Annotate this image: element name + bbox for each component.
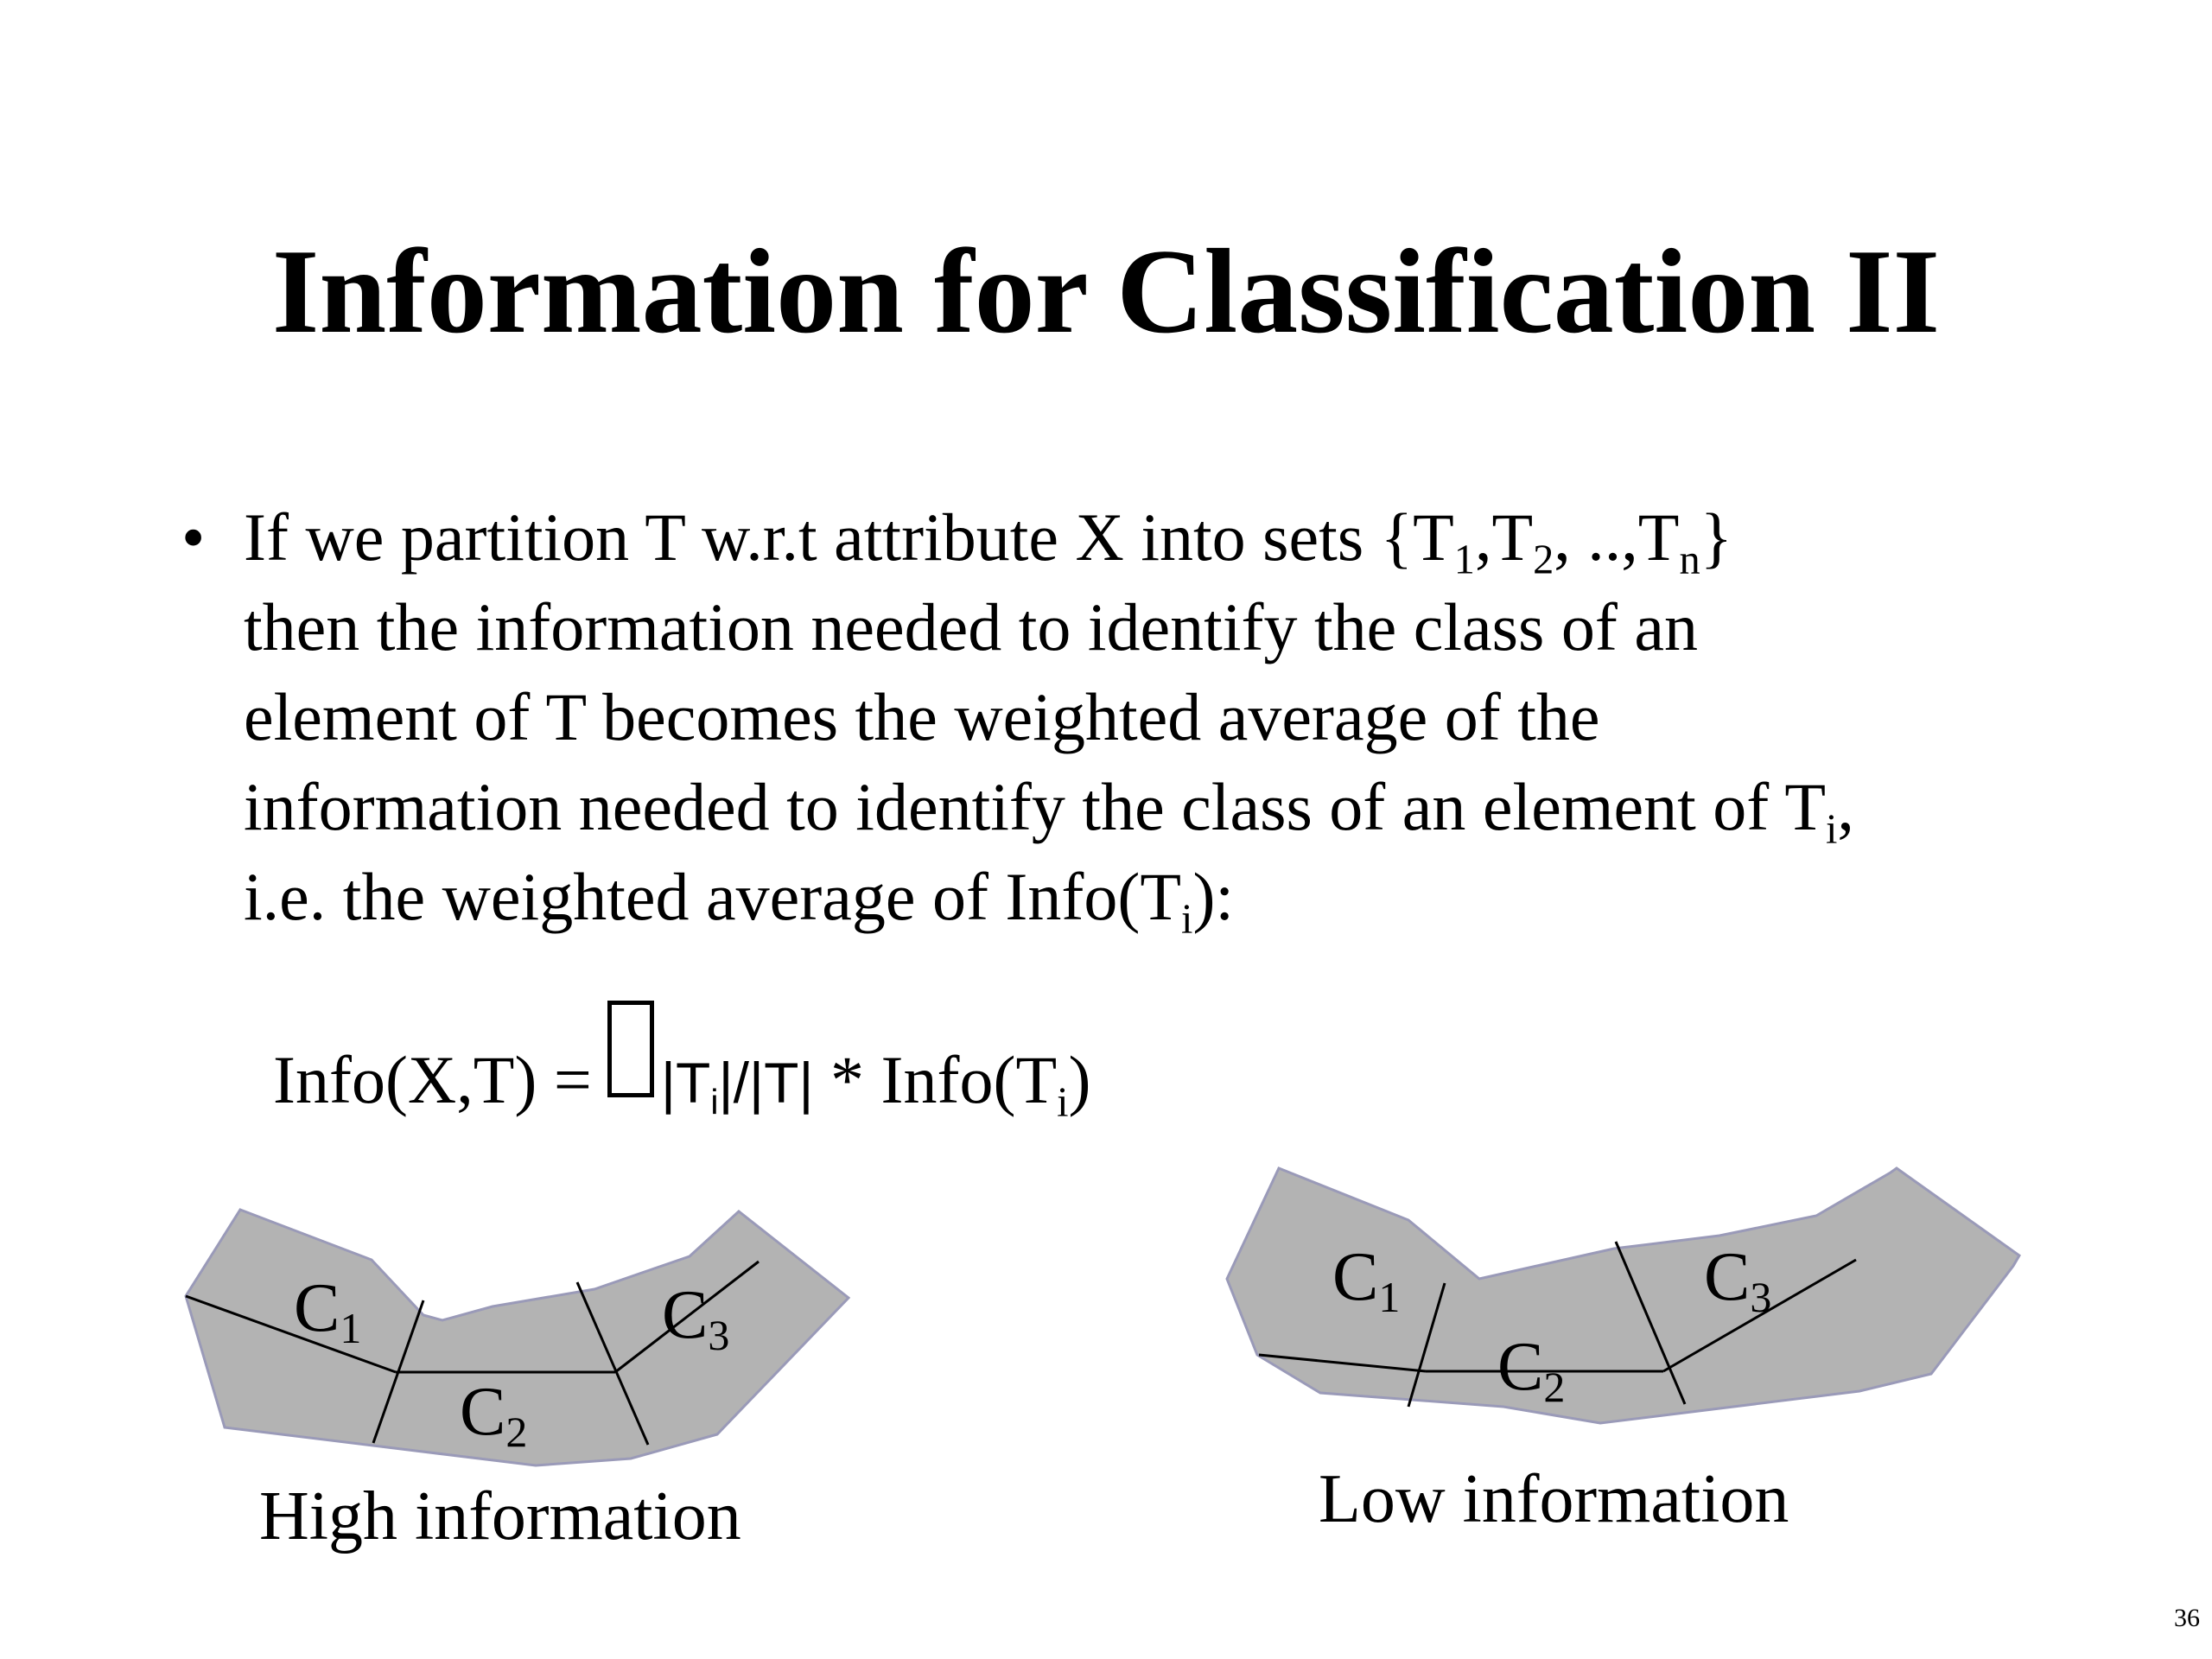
slide-title: Information for Classification II — [271, 225, 1941, 359]
high-information-caption: High information — [259, 1478, 741, 1554]
low-information-caption: Low information — [1319, 1461, 1789, 1537]
low-info-cut-5 — [1614, 1241, 1687, 1405]
bullet-line-5: i.e. the weighted average of Info(Ti): — [244, 859, 1235, 943]
missing-sigma-glyph-icon — [607, 1001, 654, 1097]
low-info-cut-3 — [1662, 1258, 1857, 1373]
bullet-line-3: element of T becomes the weighted averag… — [244, 679, 1600, 754]
info-formula: Info(X,T) = |Ti|/|T| * Info(Ti) — [273, 1001, 1091, 1128]
formula-fraction: |Ti|/|T| — [660, 1051, 814, 1122]
formula-rhs: * Info(Ti) — [813, 1042, 1091, 1126]
bullet-point: • If we partition T w.r.t attribute X in… — [181, 493, 2117, 942]
high-info-cut-1 — [185, 1294, 397, 1374]
low-info-label-c3: C3 — [1704, 1239, 1771, 1321]
page-number: 36 — [2174, 1604, 2200, 1632]
bullet-line-4: information needed to identify the class… — [244, 769, 1854, 853]
high-info-label-c2: C2 — [460, 1374, 527, 1456]
low-info-region — [1225, 1166, 2021, 1425]
high-info-cut-5 — [575, 1281, 650, 1446]
bullet-marker: • — [181, 499, 206, 575]
low-info-label-c1: C1 — [1332, 1239, 1400, 1321]
high-info-cut-4 — [372, 1300, 425, 1444]
low-information-diagram: C1 C2 C3 — [1225, 1166, 2021, 1425]
low-info-label-c2: C2 — [1497, 1329, 1565, 1411]
low-info-cut-4 — [1407, 1282, 1446, 1408]
high-information-diagram: C1 C2 C3 — [184, 1208, 851, 1467]
bullet-line-1: If we partition T w.r.t attribute X into… — [244, 499, 1733, 583]
formula-lhs: Info(X,T) = — [273, 1042, 592, 1117]
bullet-line-2: then the information needed to identify … — [244, 589, 1698, 664]
high-info-label-c3: C3 — [662, 1277, 729, 1359]
low-info-cut-1 — [1258, 1353, 1427, 1373]
high-info-region — [184, 1208, 851, 1467]
high-info-label-c1: C1 — [294, 1270, 361, 1352]
bullet-text: If we partition T w.r.t attribute X into… — [244, 493, 2117, 942]
high-info-cut-3 — [614, 1260, 760, 1374]
